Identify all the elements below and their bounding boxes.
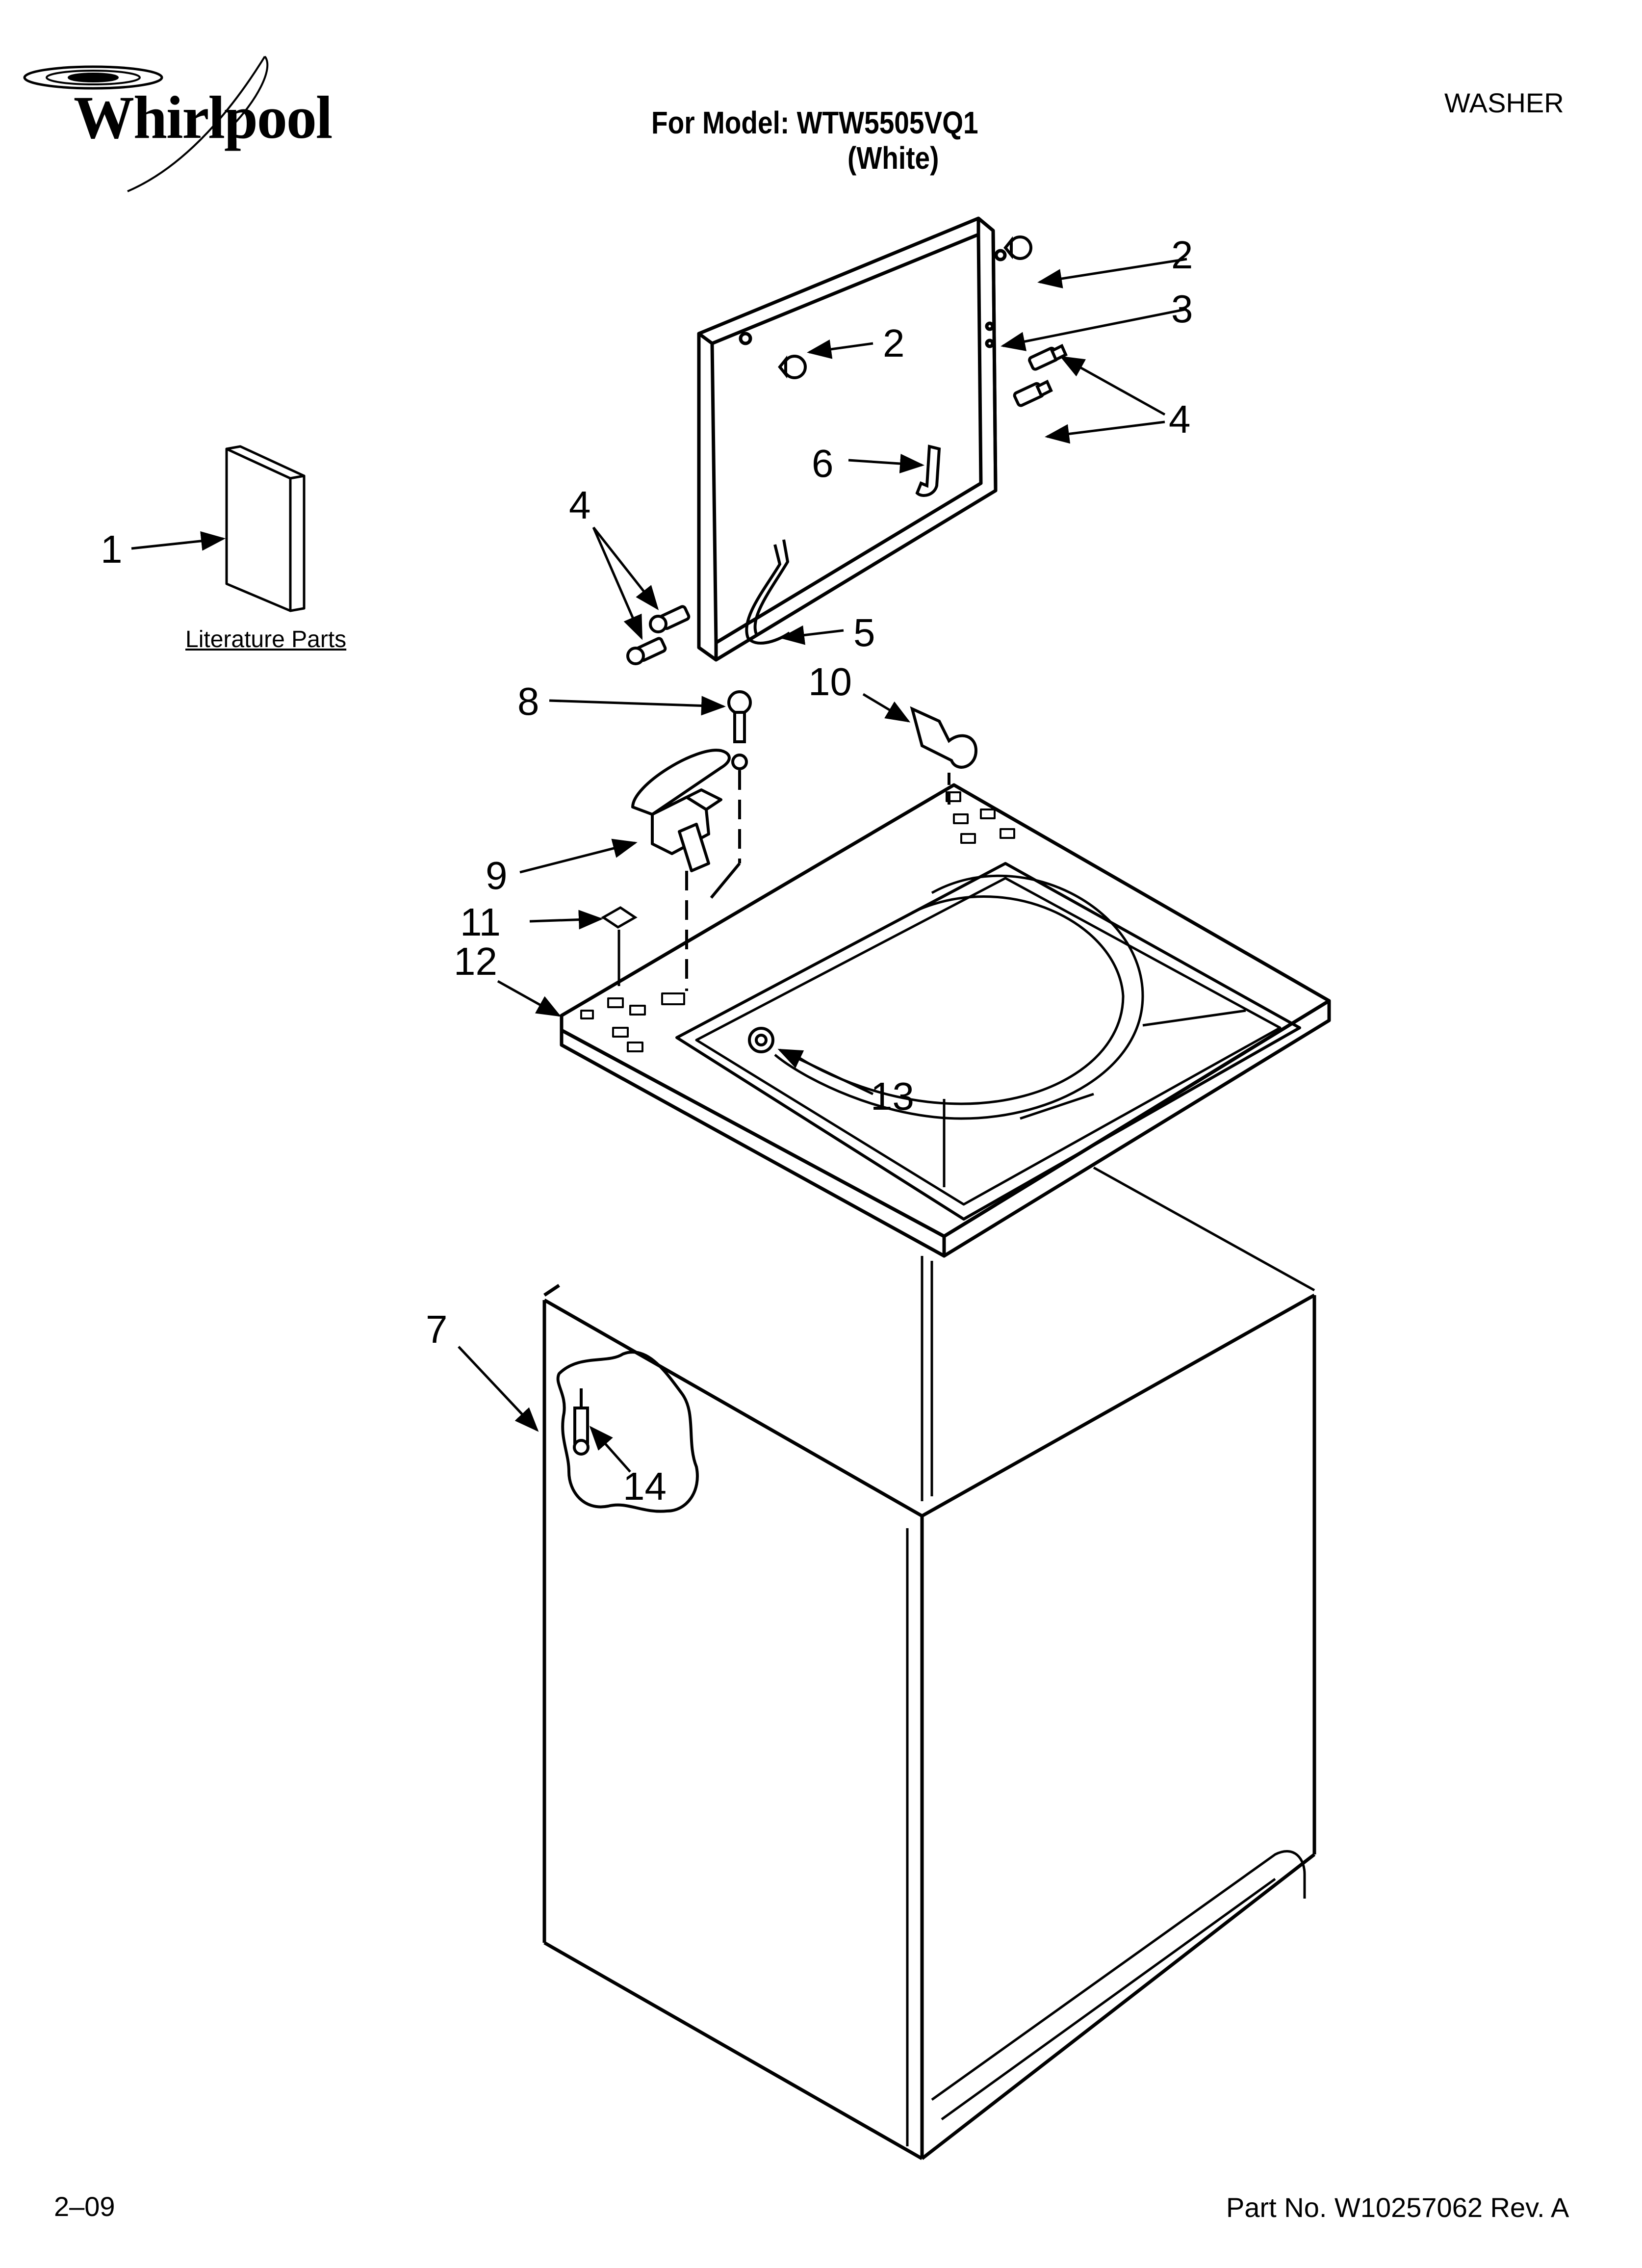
callout-13: 13 [871,1074,914,1118]
cabinet-screw-icon [573,1388,590,1456]
hinge-screw-icon [1013,343,1068,407]
model-color-line: (White) [847,140,939,176]
retaining-clip-icon [601,906,638,986]
lid-bumper-icon [778,235,1032,379]
callout-5: 5 [853,611,875,654]
whirlpool-logo-icon [23,55,269,192]
cabinet-drawing [542,1166,1316,2161]
callout-12: 12 [454,939,497,983]
literature-booklet-icon [225,445,306,612]
hinge-screw-icon [626,605,691,665]
product-type-label: WASHER [1444,87,1564,118]
callout-leaders [131,258,1187,1473]
callout-9: 9 [486,854,508,897]
callout-10: 10 [808,660,852,704]
lid-switch-drawing [631,749,731,991]
callout-11: 11 [460,900,501,944]
callout-4: 4 [569,483,591,527]
callout-3: 3 [1171,287,1193,331]
part-number: Part No. W10257062 Rev. A [1226,2192,1569,2223]
lid-hinge-rod-drawing [745,539,791,645]
lid-strike-icon [915,444,941,497]
callout-2: 2 [1171,233,1193,277]
brand-logo-wordmark: Whirlpool [74,84,333,151]
revision-date: 2–09 [54,2191,115,2222]
switch-screw-icon [710,690,752,899]
callout-8: 8 [517,679,539,723]
callout-14: 14 [623,1464,667,1508]
model-number-line: For Model: WTW5505VQ1 [651,105,978,140]
top-cover-drawing [560,783,1331,1258]
callout-6: 6 [812,442,834,485]
lid-frame-drawing [697,216,1007,662]
callout-2: 2 [883,321,905,365]
fill-nozzle-icon [748,1027,774,1053]
callout-7: 7 [426,1307,448,1351]
literature-parts-label: Literature Parts [185,626,347,652]
callout-4: 4 [1169,397,1191,441]
callout-1: 1 [101,527,123,571]
wire-clip-icon [910,706,978,809]
